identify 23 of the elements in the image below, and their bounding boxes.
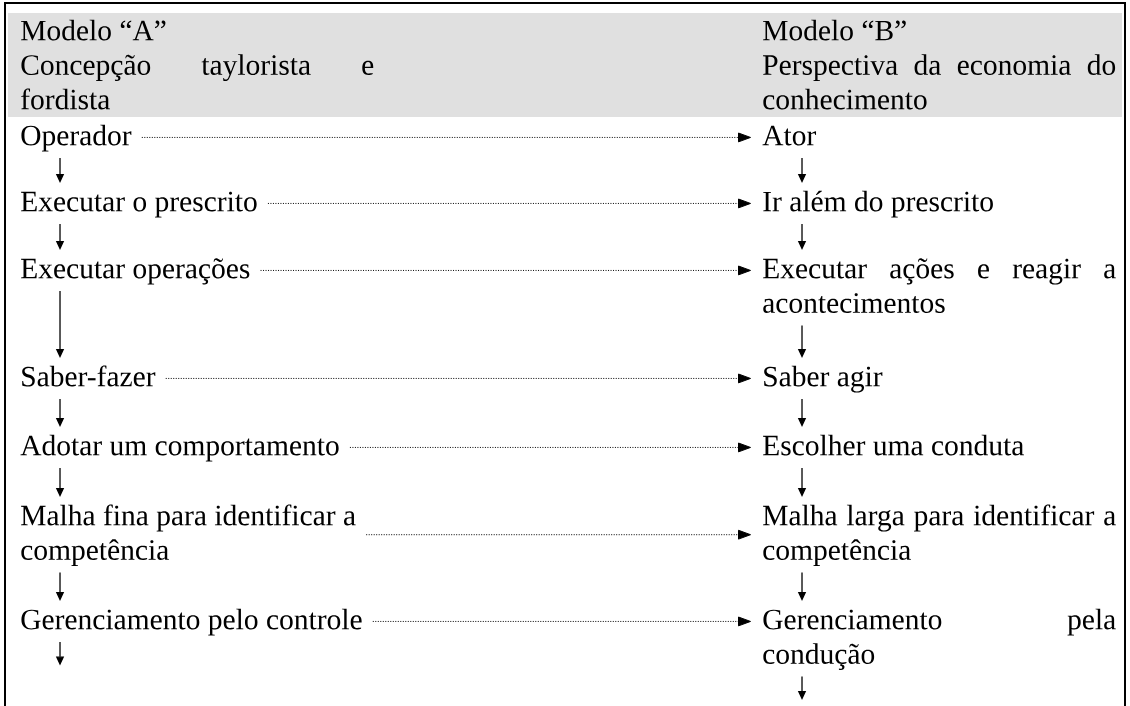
step-text: Gerenciamento pelo controle [21, 608, 362, 636]
dotted-arrow [365, 529, 751, 540]
step-text: Malha larga para identificar a competência [763, 504, 1116, 566]
step-text: Ir além do prescrito [763, 190, 993, 218]
step-text: Operador [21, 124, 132, 152]
step-text: Saber-fazer [22, 365, 156, 387]
step-text: Executar ações e reagir a acontecimentos [763, 258, 1116, 313]
header-cell: Modelo “A” Concepção taylorista e fordista [8, 13, 565, 117]
step-text: Ator [762, 125, 816, 146]
dotted-arrow [260, 265, 751, 276]
step-text: Malha fina para identificar a competência [21, 504, 356, 566]
dotted-arrow [349, 442, 751, 453]
step-text: Executar operações [21, 258, 250, 285]
dotted-arrow [267, 198, 751, 209]
step-text: Saber agir [764, 365, 883, 393]
dotted-arrow [165, 373, 751, 384]
header-cell: Modelo “B” Perspectiva da economia do conhecimento [565, 13, 1122, 117]
step-text: Escolher uma conduta [763, 434, 1024, 456]
step-text: Executar o prescrito [21, 191, 257, 218]
step-text: Gerenciamento pela condução [763, 608, 1116, 670]
dotted-arrow [372, 616, 751, 627]
step-text: Adotar um comportamento [20, 434, 339, 462]
dotted-arrow [141, 132, 751, 143]
